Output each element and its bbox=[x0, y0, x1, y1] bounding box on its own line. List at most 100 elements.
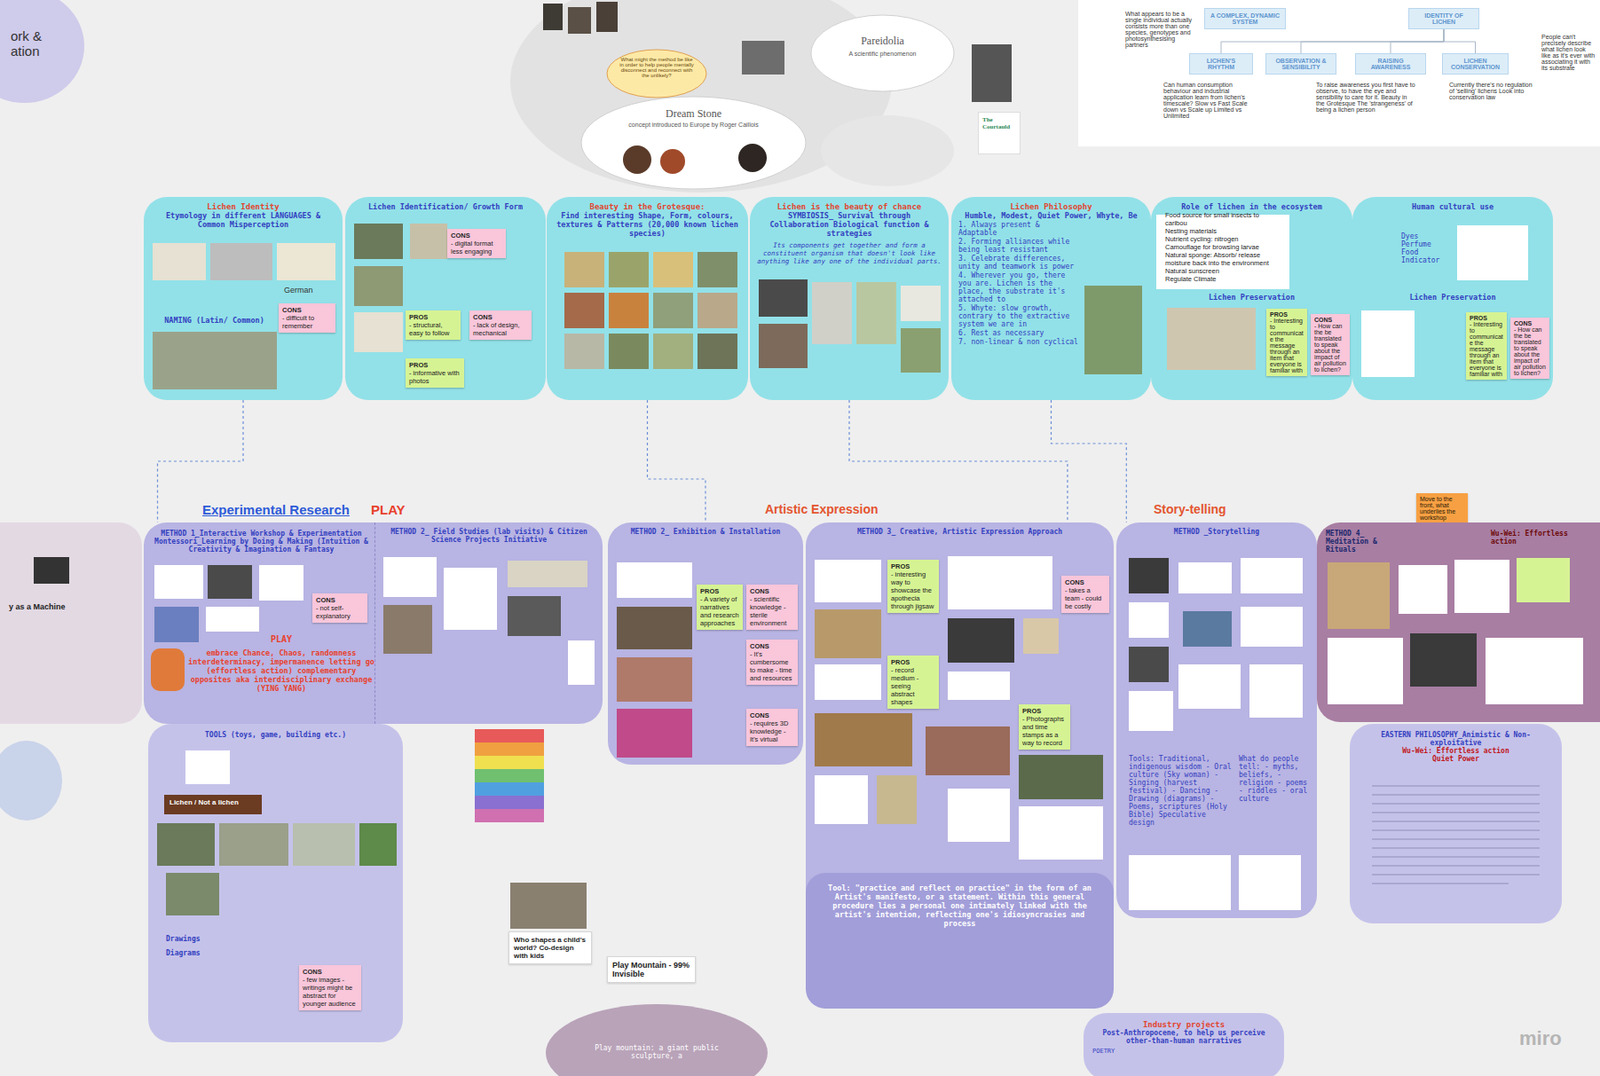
sticky-note: PROS- A variety of narratives and resear… bbox=[696, 584, 743, 631]
image-placeholder bbox=[510, 882, 587, 930]
node-text: CONS bbox=[450, 231, 503, 240]
node-text: Tool: "practice and reflect on practice"… bbox=[818, 883, 1102, 929]
node-text: PROS bbox=[890, 562, 936, 571]
node-text: CONS bbox=[1314, 316, 1347, 324]
image-placeholder bbox=[474, 796, 544, 810]
node-text: PROS bbox=[700, 587, 740, 596]
sticky-note: PROS- informative with photos bbox=[405, 358, 465, 388]
topic-panel: Lichen is the beauty of chanceSYMBIOSIS_… bbox=[749, 197, 949, 401]
image-placeholder bbox=[1371, 803, 1540, 805]
image-placeholder bbox=[1023, 618, 1059, 655]
node-text: - Photographs and time stamps as a way t… bbox=[1022, 715, 1067, 748]
node-text: - informative with photos bbox=[409, 369, 461, 386]
sticky-note: CONS- requires 3D knowledge - It's virtu… bbox=[746, 709, 798, 747]
image-placeholder bbox=[354, 312, 403, 353]
node-text: Move to the front, what underlies the wo… bbox=[1419, 496, 1465, 521]
node-text: CONS bbox=[472, 313, 529, 322]
sticky-note: CONS- scientific knowledge - sterile env… bbox=[746, 584, 798, 631]
sticky-note: Move to the front, what underlies the wo… bbox=[1416, 493, 1468, 524]
node-text: - few images - writings might be abstrac… bbox=[302, 976, 358, 1009]
image-placeholder bbox=[543, 3, 563, 31]
node-text: Play Mountain - 99% Invisible bbox=[612, 961, 691, 979]
node-text: - difficult to remember bbox=[282, 314, 332, 331]
node-text: 4. Wherever you go, there you are. Liche… bbox=[958, 271, 1079, 304]
image-placeholder bbox=[616, 562, 693, 599]
image-placeholder bbox=[1128, 691, 1174, 732]
image-placeholder bbox=[856, 282, 897, 345]
node-text: German bbox=[283, 285, 338, 295]
image-placeholder bbox=[409, 223, 448, 260]
oval-shape bbox=[0, 0, 85, 103]
topic-panel: Role of lichen in the ecosystemFood sour… bbox=[1150, 197, 1353, 401]
tree-box: IDENTITY OF LICHEN bbox=[1408, 7, 1480, 30]
background-shape bbox=[820, 115, 954, 187]
background-shape bbox=[0, 740, 63, 821]
image-placeholder bbox=[359, 823, 397, 867]
image-placeholder bbox=[205, 606, 260, 632]
image-placeholder bbox=[1128, 602, 1169, 639]
node-text: CONS bbox=[749, 711, 795, 720]
node-text: PROS bbox=[890, 658, 936, 667]
node-text: POETRY bbox=[1092, 1048, 1276, 1056]
image-placeholder bbox=[1128, 646, 1169, 683]
node-text: Camouflage for browsing larvae bbox=[1158, 243, 1283, 252]
image-placeholder bbox=[660, 149, 686, 174]
connector-line bbox=[1443, 29, 1476, 54]
image-placeholder bbox=[1327, 562, 1390, 630]
node-text: - scientific knowledge - sterile environ… bbox=[749, 595, 795, 628]
label-box: Lichen / Not a lichen bbox=[164, 795, 262, 815]
node-text: - Interesting to communicate the message… bbox=[1269, 317, 1304, 374]
image-placeholder bbox=[157, 823, 215, 867]
image-placeholder bbox=[1240, 606, 1303, 647]
node-text: Lichen Preservation bbox=[1352, 292, 1553, 302]
connector-line bbox=[1051, 400, 1128, 523]
node-text: CONS bbox=[315, 596, 364, 605]
tree-box: RAISING AWARENESS bbox=[1355, 53, 1427, 75]
node-text: CONS bbox=[302, 968, 358, 977]
node-text: Regulate Climate bbox=[1158, 275, 1283, 284]
topic-panel: Beauty in the Grotesque:Find interesting… bbox=[546, 197, 749, 401]
tree-box: A COMPLEX, DYNAMIC SYSTEM bbox=[1204, 7, 1286, 30]
board-label: What appears to be a single individual a… bbox=[1125, 10, 1199, 48]
image-placeholder bbox=[758, 323, 808, 369]
node-text: The Courtauld bbox=[982, 116, 1017, 131]
node-text: PROS bbox=[409, 313, 458, 322]
image-placeholder bbox=[1410, 633, 1477, 687]
node-text: METHOD 4_ Meditation & Rituals bbox=[1325, 529, 1411, 554]
reference-card: Who shapes a child's world? Co-design wi… bbox=[508, 931, 592, 965]
node-text: OBSERVATION & SENSIBILITY bbox=[1269, 57, 1333, 71]
node-text: - It's cumbersome to make - time and res… bbox=[749, 650, 795, 683]
node-text: METHOD 2_ Exhibition & Installation bbox=[616, 528, 795, 536]
node-text: - record medium - seeing abstract shapes bbox=[890, 666, 936, 707]
node-text: What do people tell: - myths, beliefs, -… bbox=[1238, 755, 1312, 804]
method-panel: y as a Machine bbox=[0, 522, 142, 725]
image-placeholder bbox=[876, 775, 917, 825]
node-text: What might the method be like in order t… bbox=[619, 56, 694, 79]
node-text: CONS bbox=[282, 306, 332, 315]
image-placeholder bbox=[210, 243, 273, 281]
node-text: Tools: Traditional, indigenous wisdom - … bbox=[1128, 755, 1234, 828]
method-panel: METHOD 4_ Meditation & RitualsWu-Wei: Ef… bbox=[1316, 522, 1600, 723]
image-placeholder bbox=[596, 1, 618, 32]
image-placeholder bbox=[564, 292, 605, 329]
node-text: Lichen Preservation bbox=[1150, 292, 1353, 302]
node-text: Natural sunscreen bbox=[1158, 267, 1283, 276]
image-placeholder bbox=[354, 266, 403, 307]
node-text: - requires 3D knowledge - It's virtual bbox=[749, 719, 795, 744]
oval-shape bbox=[606, 49, 707, 98]
image-placeholder bbox=[207, 565, 253, 600]
node-text: CONS bbox=[749, 642, 795, 651]
image-placeholder bbox=[947, 788, 1010, 843]
board-label: Experimental Research bbox=[202, 502, 350, 518]
sticky-note: PROS- Interesting to communicate the mes… bbox=[1266, 308, 1308, 377]
node-text: 2. Forming alliances while being least r… bbox=[958, 237, 1079, 254]
connector bbox=[1221, 29, 1444, 54]
node-text: NAMING (Latin/ Common) bbox=[154, 315, 275, 325]
oval-shape bbox=[581, 96, 806, 190]
node-text: - How can the be translated to speak abo… bbox=[1314, 323, 1347, 373]
oval-outline bbox=[545, 1004, 768, 1076]
connector bbox=[849, 400, 1068, 523]
tools-panel: TOOLS (toys, game, building etc.)Drawing… bbox=[148, 724, 403, 1043]
image-placeholder bbox=[608, 252, 649, 288]
image-placeholder bbox=[841, 944, 895, 1000]
